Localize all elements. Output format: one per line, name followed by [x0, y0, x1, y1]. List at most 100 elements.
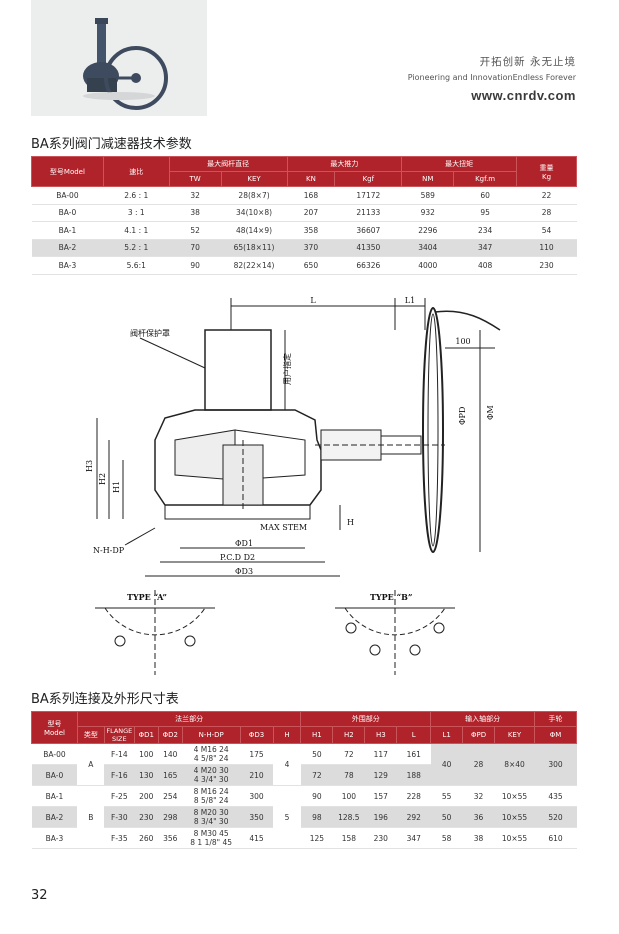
cell-h: 4 [273, 743, 301, 786]
header-d3: ΦD3 [239, 726, 274, 744]
cell-nhdp-inch: 4 3/4" 30 [193, 775, 229, 784]
header-d1: ΦD1 [133, 726, 159, 744]
cell-kg: 22 [516, 186, 577, 205]
header-h2: H2 [332, 726, 366, 744]
cell-nhdp-inch: 8 5/8" 24 [193, 796, 229, 805]
cell-nhdp-metric: 8 M30 45 [193, 829, 229, 838]
cell-ratio: 2.6 : 1 [103, 186, 170, 205]
label-typeB: TYPE “B” [370, 592, 413, 602]
brand-block: 开拓创新 永无止境 Pioneering and InnovationEndle… [408, 54, 576, 103]
cell-model: BA-00 [31, 743, 78, 765]
cell-nm: 589 [401, 186, 454, 205]
header-model: 型号 Model [31, 711, 78, 744]
cell-tw: 90 [169, 256, 222, 275]
cell-m: 435 [534, 785, 577, 807]
cell-nhdp-metric: 4 M20 30 [193, 766, 229, 775]
flange [164, 504, 311, 520]
header-l1: L1 [430, 726, 464, 744]
cell-d1: 200 [134, 785, 159, 807]
cell-ratio: 5.2 : 1 [103, 239, 170, 257]
cell-h2: 72 [332, 743, 365, 765]
cell-key: 28(8×7) [221, 186, 287, 205]
header-h1: H1 [300, 726, 334, 744]
cell-kgfm: 60 [453, 186, 517, 205]
cell-d3: 415 [240, 827, 274, 849]
header-model: 型号Model [31, 156, 104, 187]
header-l: L [396, 726, 432, 744]
table-row: BA-00 2.6 : 1 32 28(8×7) 168 17172 589 6… [31, 186, 577, 205]
cell-d3: 175 [240, 743, 274, 765]
cell-h3: 230 [364, 827, 397, 849]
bolt-hole [409, 644, 421, 656]
cell-flange: F-30 [104, 806, 135, 828]
header-h3: H3 [364, 726, 398, 744]
cell-tw: 32 [169, 186, 222, 205]
cell-kgfm: 234 [453, 221, 517, 240]
cell-type: A [77, 743, 105, 786]
table-row: BA-2 F-30 230 298 8 M20 30 8 3/4" 30 350… [31, 806, 577, 828]
cell-l1: 50 [430, 806, 463, 828]
cell-l: 347 [396, 827, 431, 849]
cell-pd: 32 [462, 785, 495, 807]
cell-nhdp: 8 M20 30 8 3/4" 30 [182, 806, 241, 828]
leader-line [139, 337, 206, 369]
header-weight-label: 重量 [539, 163, 554, 172]
header-torque: 最大扭矩 [401, 156, 518, 172]
tech-params-table: 型号Model 速比 最大阀杆直径 最大推力 最大扭矩 重量 Kg TW KEY… [31, 156, 577, 275]
cell-kgf: 66326 [334, 256, 402, 275]
brand-url: www.cnrdv.com [471, 88, 576, 103]
header-input: 输入轴部分 [430, 711, 535, 727]
cell-d2: 140 [158, 743, 183, 765]
label-nhdp: N-H-DP [93, 546, 125, 555]
cell-tw: 52 [169, 221, 222, 240]
cell-nhdp: 4 M20 30 4 3/4" 30 [182, 764, 241, 786]
cell-ratio: 4.1 : 1 [103, 221, 170, 240]
cell-l: 188 [396, 764, 431, 786]
cell-d2: 165 [158, 764, 183, 786]
cell-key: 10×55 [494, 827, 535, 849]
cell-l: 228 [396, 785, 431, 807]
header-flange: 法兰部分 [76, 711, 302, 727]
bolt-hole [114, 635, 126, 647]
label-typeA: TYPE “A” [127, 592, 167, 602]
cell-h3: 157 [364, 785, 397, 807]
header-pd: ΦPD [462, 726, 496, 744]
cell-d2: 298 [158, 806, 183, 828]
cell-nhdp-metric: 8 M20 30 [193, 808, 229, 817]
cell-h2: 78 [332, 764, 365, 786]
table-row: BA-2 5.2 : 1 70 65(18×11) 370 41350 3404… [31, 239, 577, 257]
table-row: BA-3 F-35 260 356 8 M30 45 8 1 1/8" 45 4… [31, 827, 577, 849]
header-flange-size: FLANGE SIZE [103, 726, 135, 744]
cell-nhdp: 8 M30 45 8 1 1/8" 45 [182, 827, 241, 849]
cell-model: BA-3 [31, 827, 78, 849]
header-model-cn: 型号 [47, 719, 62, 728]
cell-key: 82(22×14) [221, 256, 287, 275]
cell-flange: F-25 [104, 785, 135, 807]
gearbox-photo-illustration [83, 18, 168, 110]
header-flange-size-1: FLANGE [106, 727, 133, 735]
cell-key: 8×40 [494, 743, 535, 786]
cell-l: 161 [396, 743, 431, 765]
cell-m: 300 [534, 743, 577, 786]
cell-flange: F-35 [104, 827, 135, 849]
table-row: BA-00 A F-14 100 140 4 M16 24 4 5/8" 24 … [31, 743, 577, 786]
header-wheel: 手轮 [533, 711, 578, 727]
header-kn: KN [286, 171, 336, 187]
cell-h1: 72 [300, 764, 333, 786]
label-H: H [347, 518, 354, 527]
cell-m: 610 [534, 827, 577, 849]
cell-l1: 55 [430, 785, 463, 807]
header-h: H [272, 726, 302, 744]
cell-nhdp-metric: 4 M16 24 [193, 745, 229, 754]
cell-h2: 128.5 [332, 806, 365, 828]
cell-kn: 207 [287, 204, 335, 222]
cell-key: 65(18×11) [221, 239, 287, 257]
cell-nhdp-metric: 8 M16 24 [193, 787, 229, 796]
cell-kn: 168 [287, 186, 335, 205]
cell-model: BA-3 [31, 256, 104, 275]
stem-guard [204, 329, 272, 411]
cell-d1: 130 [134, 764, 159, 786]
brand-slogan-cn: 开拓创新 永无止境 [479, 56, 576, 68]
type-a-pattern [104, 607, 206, 636]
cell-model: BA-0 [31, 764, 78, 786]
